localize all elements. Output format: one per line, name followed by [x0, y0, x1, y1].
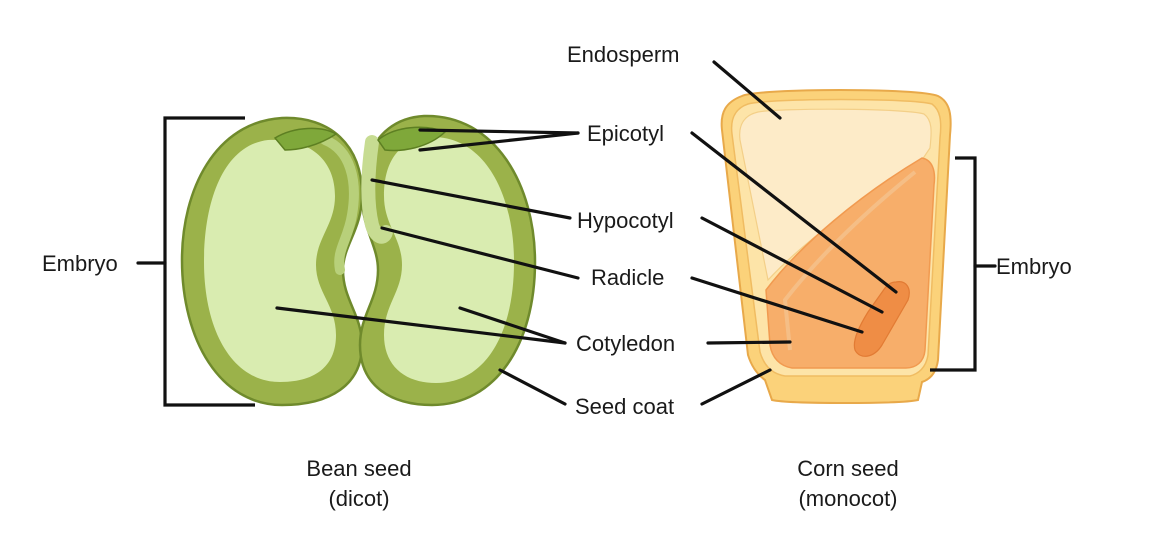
cotyledon-leader-corn [706, 340, 792, 345]
embryo-label-left: Embryo [42, 251, 118, 276]
cotyledon-leader-bean-left [275, 306, 567, 345]
endosperm-label: Endosperm [567, 42, 680, 67]
corn-caption-line2: (monocot) [798, 486, 897, 511]
embryo-bracket-left [136, 116, 255, 407]
seed-coat-leader-corn [700, 368, 772, 406]
bean-left-half [180, 116, 364, 407]
embryo-label-right: Embryo [996, 254, 1072, 279]
endosperm-leader [712, 60, 782, 120]
bean-left-epicotyl [273, 127, 338, 151]
bean-left-embryo-axis [320, 135, 359, 275]
bean-caption-line2: (dicot) [328, 486, 389, 511]
radicle-leader-bean [380, 226, 580, 280]
cotyledon-leader-bean-right [458, 306, 567, 345]
bean-left-cotyledon [204, 139, 336, 382]
cotyledon-label: Cotyledon [576, 331, 675, 356]
epicotyl-leader-corn [690, 131, 898, 294]
bean-right-cotyledon [384, 136, 514, 383]
bean-right-hypocotyl [361, 135, 393, 244]
hypocotyl-label: Hypocotyl [577, 208, 674, 233]
seed-coat-leader-bean [498, 368, 567, 406]
epicotyl-leader-bean-a [418, 128, 580, 135]
hypocotyl-leader-corn [700, 216, 884, 314]
embryo-bracket-right [930, 156, 997, 372]
radicle-leader-corn [690, 276, 864, 334]
radicle-label: Radicle [591, 265, 664, 290]
corn-embryo-scutellum-edge [782, 170, 917, 351]
corn-caption-line1: Corn seed [797, 456, 899, 481]
epicotyl-label: Epicotyl [587, 121, 664, 146]
epicotyl-leader-bean-b [418, 131, 580, 152]
bean-seed [180, 114, 537, 407]
hypocotyl-leader-bean [370, 178, 572, 220]
seed-coat-label: Seed coat [575, 394, 674, 419]
bean-caption-line1: Bean seed [306, 456, 411, 481]
